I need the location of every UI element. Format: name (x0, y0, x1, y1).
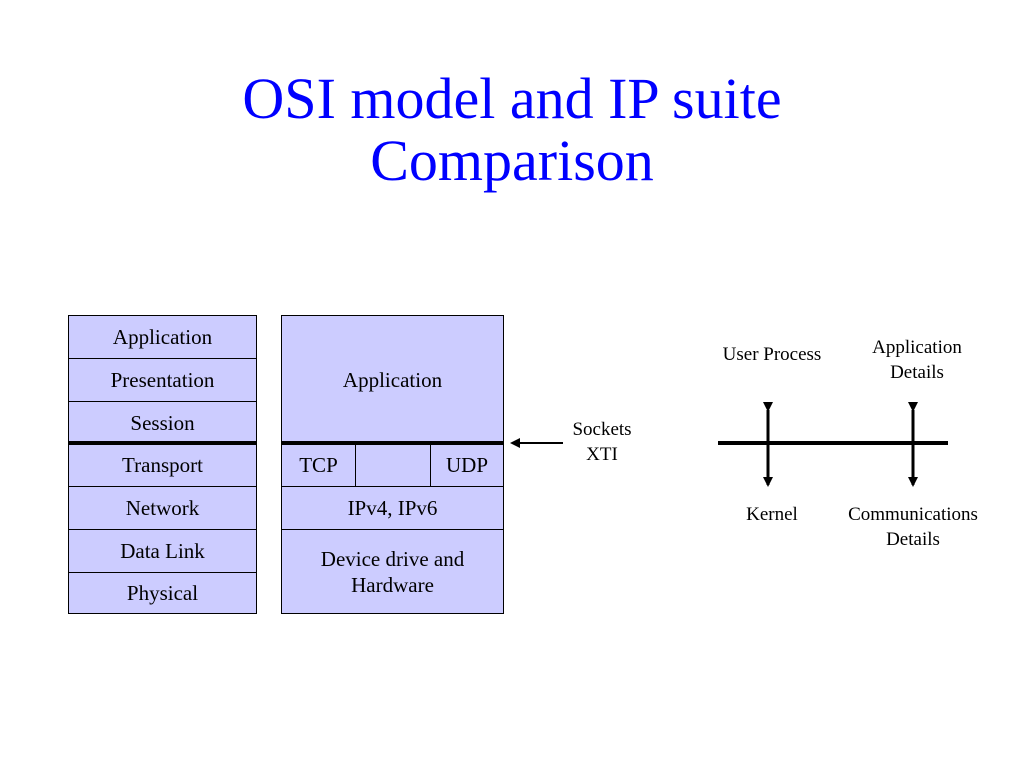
ip-application-layer: Application (281, 315, 504, 444)
slide-title: OSI model and IP suite Comparison (0, 68, 1024, 192)
title-line-1: OSI model and IP suite (242, 66, 782, 131)
ip-udp-box: UDP (430, 443, 504, 487)
communications-details-label: Communications Details (848, 504, 978, 550)
sockets-label-line-2: XTI (586, 444, 618, 465)
osi-layer-transport: Transport (68, 443, 257, 487)
osi-layer-network: Network (68, 486, 257, 530)
application-details-label: Application Details (872, 337, 962, 383)
kernel-label: Kernel (746, 504, 798, 525)
osi-layer-presentation: Presentation (68, 358, 257, 402)
user-process-label: User Process (722, 344, 822, 365)
ip-middle-box (355, 443, 431, 487)
sockets-label: Sockets XTI (552, 417, 652, 467)
osi-layer-data-link: Data Link (68, 529, 257, 573)
sockets-label-line-1: Sockets (572, 419, 632, 440)
osi-layer-application: Application (68, 315, 257, 359)
title-line-2: Comparison (370, 128, 654, 193)
ip-device-layer: Device drive and Hardware (281, 529, 504, 614)
osi-layer-physical: Physical (68, 572, 257, 614)
